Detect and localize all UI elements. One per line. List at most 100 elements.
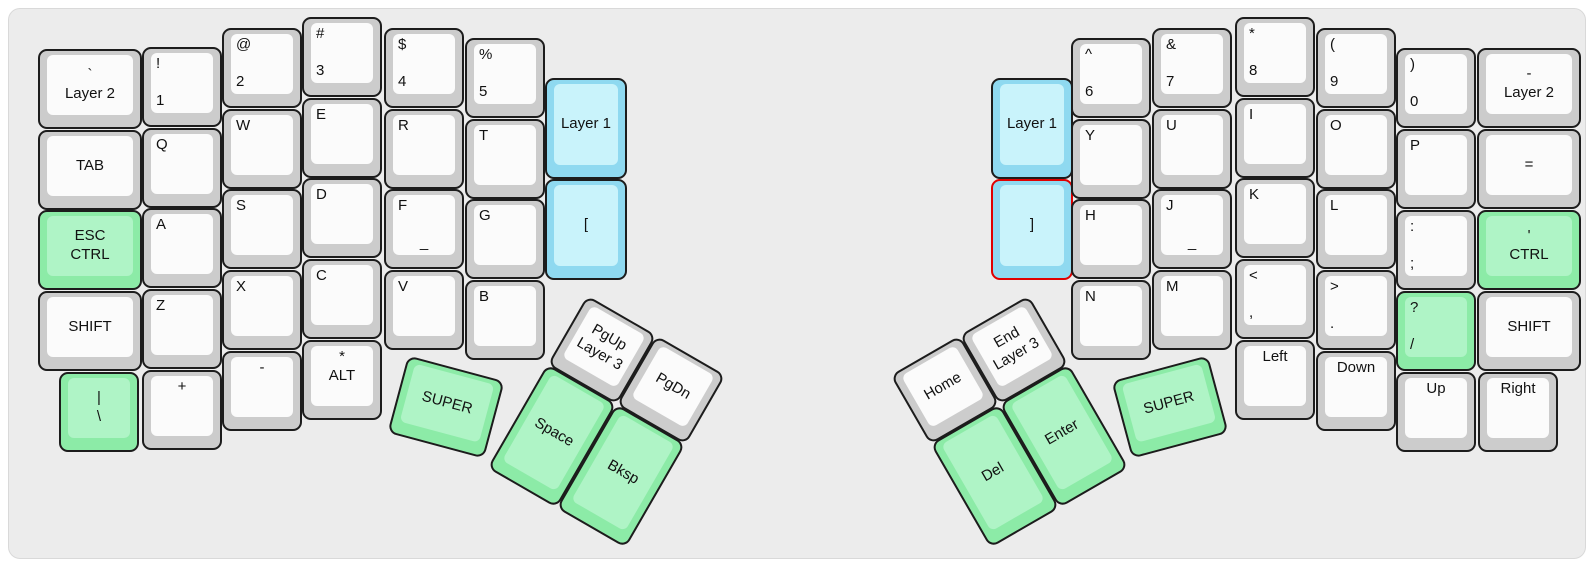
key-e[interactable]: E (302, 98, 382, 178)
key-j-label-1: _ (1187, 234, 1197, 252)
key-l[interactable]: L (1316, 189, 1396, 269)
key-pipe-backslash[interactable]: |\ (59, 372, 139, 452)
key-question-slash-label-0: ? (1410, 299, 1419, 316)
key-f[interactable]: F_ (384, 189, 464, 269)
key-plus[interactable]: + (142, 370, 222, 450)
key-6[interactable]: ^6 (1071, 38, 1151, 118)
key-minus[interactable]: - (222, 351, 302, 431)
key-r-label-0: R (398, 117, 409, 134)
key-layer1-left-top: Layer 1 (554, 84, 618, 165)
key-period[interactable]: >. (1316, 270, 1396, 350)
key-layer1-left[interactable]: Layer 1 (545, 78, 627, 179)
key-8[interactable]: *8 (1235, 17, 1315, 97)
key-arrow-down[interactable]: Down (1316, 351, 1396, 431)
key-arrow-up[interactable]: Up (1396, 372, 1476, 452)
key-s-top: S (231, 195, 293, 255)
key-s[interactable]: S (222, 189, 302, 269)
key-arrow-right[interactable]: Right (1478, 372, 1558, 452)
key-q[interactable]: Q (142, 128, 222, 208)
key-m[interactable]: M (1152, 270, 1232, 350)
key-question-slash[interactable]: ?/ (1396, 291, 1476, 371)
key-2-label-0: @ (236, 36, 252, 53)
key-left-bracket[interactable]: [ (545, 179, 627, 280)
key-colon-semicolon[interactable]: :; (1396, 210, 1476, 290)
key-n[interactable]: N (1071, 280, 1151, 360)
key-w[interactable]: W (222, 109, 302, 189)
key-n-top: N (1080, 286, 1142, 346)
key-pgdn-label-0: PgDn (652, 369, 694, 403)
key-arrow-down-top: Down (1325, 357, 1387, 417)
key-shift-right[interactable]: SHIFT (1477, 291, 1581, 371)
key-pipe-backslash-label-1: \ (96, 408, 102, 425)
key-g[interactable]: G (465, 199, 545, 279)
key-o[interactable]: O (1316, 109, 1396, 189)
key-asterisk-alt[interactable]: *ALT (302, 340, 382, 420)
key-p[interactable]: P (1396, 129, 1476, 209)
key-tab-top: TAB (47, 136, 133, 196)
key-u[interactable]: U (1152, 109, 1232, 189)
key-t[interactable]: T (465, 119, 545, 199)
key-comma-top: <, (1244, 265, 1306, 325)
key-super-right[interactable]: SUPER (1111, 355, 1229, 459)
key-y[interactable]: Y (1071, 119, 1151, 199)
key-y-top: Y (1080, 125, 1142, 185)
key-home-label-0: Home (920, 368, 965, 404)
key-w-label-0: W (236, 117, 251, 134)
key-question-slash-top: ?/ (1405, 297, 1467, 357)
key-j[interactable]: J_ (1152, 189, 1232, 269)
key-i-top: I (1244, 104, 1306, 164)
key-arrow-left[interactable]: Left (1235, 340, 1315, 420)
key-3[interactable]: #3 (302, 17, 382, 97)
key-tab[interactable]: TAB (38, 130, 142, 210)
key-2-label-1: 2 (236, 73, 245, 91)
key-i[interactable]: I (1235, 98, 1315, 178)
key-arrow-up-top: Up (1405, 378, 1467, 438)
key-9[interactable]: (9 (1316, 28, 1396, 108)
key-x[interactable]: X (222, 270, 302, 350)
key-equals[interactable]: = (1477, 129, 1581, 209)
key-7[interactable]: &7 (1152, 28, 1232, 108)
key-dash-layer2[interactable]: -Layer 2 (1477, 48, 1581, 128)
key-b-label-0: B (479, 288, 490, 305)
key-layer1-right[interactable]: Layer 1 (991, 78, 1073, 179)
key-0-top: )0 (1405, 54, 1467, 114)
key-g-label-0: G (479, 207, 491, 224)
key-arrow-right-label-0: Right (1500, 380, 1536, 397)
key-comma[interactable]: <, (1235, 259, 1315, 339)
key-grave-layer2[interactable]: `Layer 2 (38, 49, 142, 129)
key-x-top: X (231, 276, 293, 336)
key-b[interactable]: B (465, 280, 545, 360)
key-dash-layer2-label-1: Layer 2 (1503, 84, 1555, 101)
key-d[interactable]: D (302, 178, 382, 258)
key-9-top: (9 (1325, 34, 1387, 94)
key-f-label-0: F (398, 197, 408, 214)
key-2[interactable]: @2 (222, 28, 302, 108)
key-0-label-1: 0 (1410, 93, 1419, 111)
key-super-left[interactable]: SUPER (387, 355, 505, 459)
key-r[interactable]: R (384, 109, 464, 189)
key-w-top: W (231, 115, 293, 175)
key-shift-left[interactable]: SHIFT (38, 291, 142, 371)
key-k[interactable]: K (1235, 178, 1315, 258)
key-arrow-left-top: Left (1244, 346, 1306, 406)
key-1[interactable]: !1 (142, 47, 222, 127)
key-5[interactable]: %5 (465, 38, 545, 118)
key-0[interactable]: )0 (1396, 48, 1476, 128)
key-shift-left-top: SHIFT (47, 297, 133, 357)
key-z[interactable]: Z (142, 289, 222, 369)
key-v[interactable]: V (384, 270, 464, 350)
key-right-bracket[interactable]: ] (991, 179, 1073, 280)
key-h[interactable]: H (1071, 199, 1151, 279)
key-quote-ctrl[interactable]: 'CTRL (1477, 210, 1581, 290)
key-super-left-top: SUPER (399, 363, 495, 443)
key-d-top: D (311, 184, 373, 244)
key-1-label-0: ! (156, 55, 161, 72)
key-layer1-right-top: Layer 1 (1000, 84, 1064, 165)
key-5-top: %5 (474, 44, 536, 104)
key-u-top: U (1161, 115, 1223, 175)
key-4[interactable]: $4 (384, 28, 464, 108)
key-c[interactable]: C (302, 259, 382, 339)
key-a[interactable]: A (142, 208, 222, 288)
